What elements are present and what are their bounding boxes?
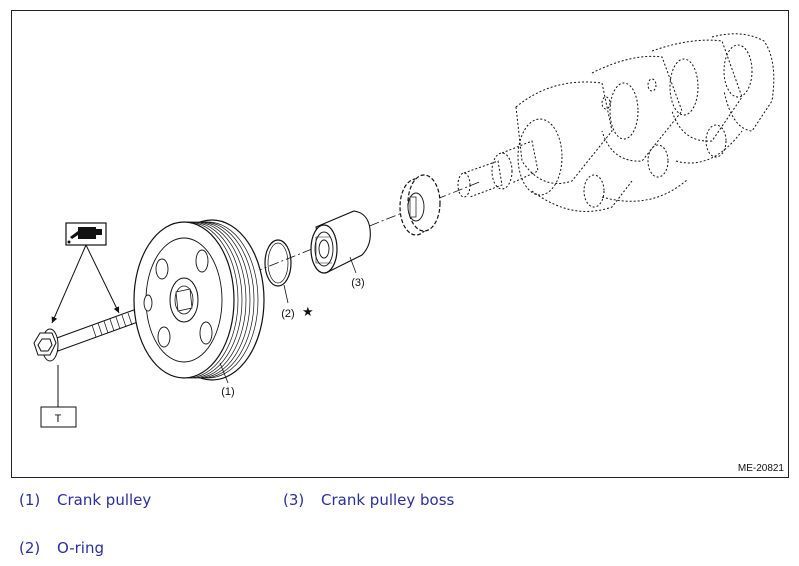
- legend-label: Crank pulley: [57, 491, 152, 509]
- crank-pulley-boss-callout: (3): [351, 277, 364, 289]
- star-mark: ★: [302, 305, 314, 320]
- legend-item-o-ring: (2) O-ring: [19, 539, 104, 557]
- boss-leader: [349, 256, 357, 274]
- oil-can-icon: [65, 222, 107, 246]
- crank-pulley-callout: (1): [221, 386, 234, 398]
- figure-id: ME-20821: [737, 463, 784, 474]
- pulley-bolt: [33, 305, 147, 362]
- o-ring-leader: [283, 284, 289, 304]
- oil-arrow-left: [51, 244, 87, 324]
- pulley-leader: [219, 362, 229, 384]
- legend-item-crank-pulley: (1) Crank pulley: [19, 491, 151, 509]
- legend-number: (3): [283, 491, 305, 509]
- crankshaft: [457, 33, 775, 212]
- crank-pulley: [133, 219, 265, 381]
- legend-label: Crank pulley boss: [321, 491, 455, 509]
- legend-label: O-ring: [57, 539, 104, 557]
- legend-number: (2): [19, 539, 41, 557]
- crank-pulley-diagram: T (1) (2) ★: [33, 33, 775, 428]
- crank-sprocket: [399, 174, 441, 236]
- o-ring: [264, 239, 292, 287]
- legend-item-crank-pulley-boss: (3) Crank pulley boss: [283, 491, 454, 509]
- torque-box: [40, 406, 77, 428]
- oil-arrow-right: [85, 244, 120, 314]
- diagram-frame: T (1) (2) ★: [11, 10, 789, 478]
- crank-pulley-boss: [310, 210, 371, 274]
- torque-label: T: [55, 413, 62, 425]
- legend-number: (1): [19, 491, 41, 509]
- o-ring-callout: (2): [281, 308, 294, 320]
